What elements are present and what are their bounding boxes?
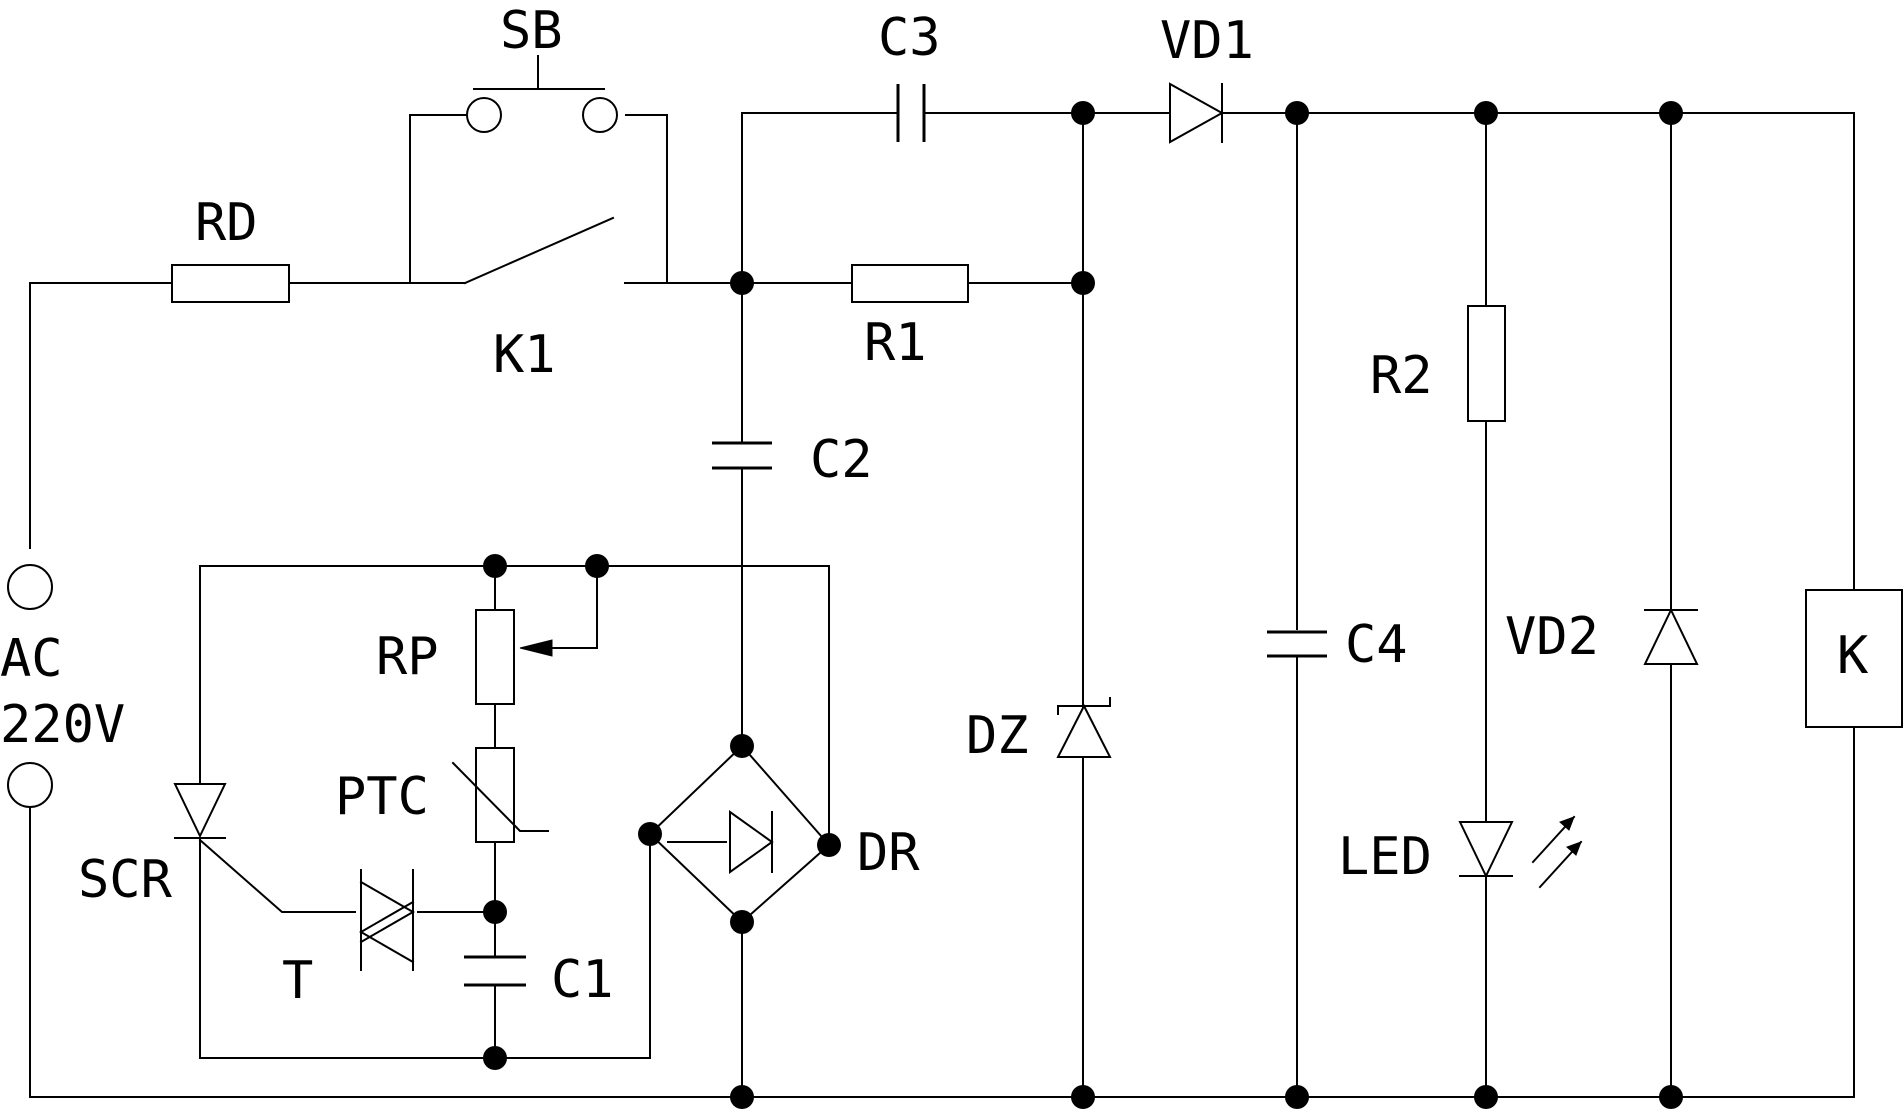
label-r2: R2 xyxy=(1370,346,1433,406)
wire-loop-bottom xyxy=(199,833,651,1059)
k1-switch xyxy=(463,216,615,285)
r1-resistor xyxy=(851,264,969,303)
sb-pushbutton xyxy=(466,55,618,133)
wire-ac-to-rd xyxy=(29,282,173,549)
junction-dot xyxy=(638,822,662,846)
c1-capacitor xyxy=(464,955,526,987)
ac-terminal-top xyxy=(7,564,53,610)
junction-dot xyxy=(483,554,507,578)
label-ac: AC xyxy=(0,629,63,689)
vd2-diode xyxy=(1643,607,1699,665)
wire-sb-right xyxy=(625,114,668,284)
label-sb: SB xyxy=(500,1,563,61)
label-led: LED xyxy=(1338,827,1432,887)
t-triac xyxy=(358,869,416,971)
junction-dot xyxy=(483,1046,507,1070)
junction-dot xyxy=(483,900,507,924)
component-labels: SB C3 VD1 RD K1 R1 C2 R2 AC 220V RP PTC … xyxy=(0,1,1869,1011)
label-c4: C4 xyxy=(1345,615,1408,675)
junction-dot xyxy=(1071,101,1095,125)
junction-dot xyxy=(730,271,754,295)
label-relay-k: K xyxy=(1837,626,1869,686)
c2-capacitor xyxy=(712,441,772,470)
label-dz: DZ xyxy=(966,706,1029,766)
junction-dot xyxy=(730,910,754,934)
label-k1: K1 xyxy=(493,325,556,385)
junction-dot xyxy=(1285,101,1309,125)
scr-thyristor xyxy=(173,783,227,839)
c3-capacitor xyxy=(896,84,926,142)
label-vd1: VD1 xyxy=(1160,11,1254,71)
relay-coil-k xyxy=(1805,589,1903,728)
label-rd: RD xyxy=(195,193,258,253)
rp-potentiometer xyxy=(475,609,553,705)
junction-dot xyxy=(1071,1085,1095,1109)
junction-dots xyxy=(483,101,1683,1109)
dz-zener-diode xyxy=(1056,697,1112,758)
junction-dot xyxy=(1071,271,1095,295)
junction-dot xyxy=(1285,1085,1309,1109)
junction-dot xyxy=(730,1085,754,1109)
wire-sb-left xyxy=(409,114,467,284)
wire-node-to-c3 xyxy=(741,112,899,284)
junction-dot xyxy=(1474,101,1498,125)
wire-rp-wiper xyxy=(549,565,598,649)
ac-terminal-bottom xyxy=(7,762,53,808)
label-t: T xyxy=(282,951,313,1011)
vd1-diode xyxy=(1169,82,1225,144)
label-vd2: VD2 xyxy=(1505,607,1599,667)
junction-dot xyxy=(1659,1085,1683,1109)
dr-bridge-rectifier xyxy=(648,744,831,924)
label-rp: RP xyxy=(376,627,439,687)
led-light-arrow-icon xyxy=(1531,815,1583,889)
wire-scr-gate xyxy=(198,838,356,913)
wire-loop-top xyxy=(199,565,830,846)
wire-top-rail xyxy=(1221,112,1855,591)
rd-resistor xyxy=(171,264,290,303)
led-diode xyxy=(1458,815,1583,889)
wires xyxy=(29,112,1855,1098)
label-c2: C2 xyxy=(810,430,873,490)
label-ptc: PTC xyxy=(335,767,429,827)
ptc-thermistor xyxy=(451,747,549,843)
label-scr: SCR xyxy=(78,850,173,910)
wire-bottom-rail xyxy=(29,807,1855,1098)
junction-dot xyxy=(585,554,609,578)
r2-resistor xyxy=(1467,305,1506,422)
label-dr: DR xyxy=(857,823,920,883)
junction-dot xyxy=(1659,101,1683,125)
label-c3: C3 xyxy=(878,8,941,68)
label-ac-voltage: 220V xyxy=(0,695,125,755)
label-c1: C1 xyxy=(551,950,614,1010)
junction-dot xyxy=(817,833,841,857)
label-r1: R1 xyxy=(864,313,927,373)
junction-dot xyxy=(1474,1085,1498,1109)
junction-dot xyxy=(730,734,754,758)
c4-capacitor xyxy=(1267,630,1327,658)
